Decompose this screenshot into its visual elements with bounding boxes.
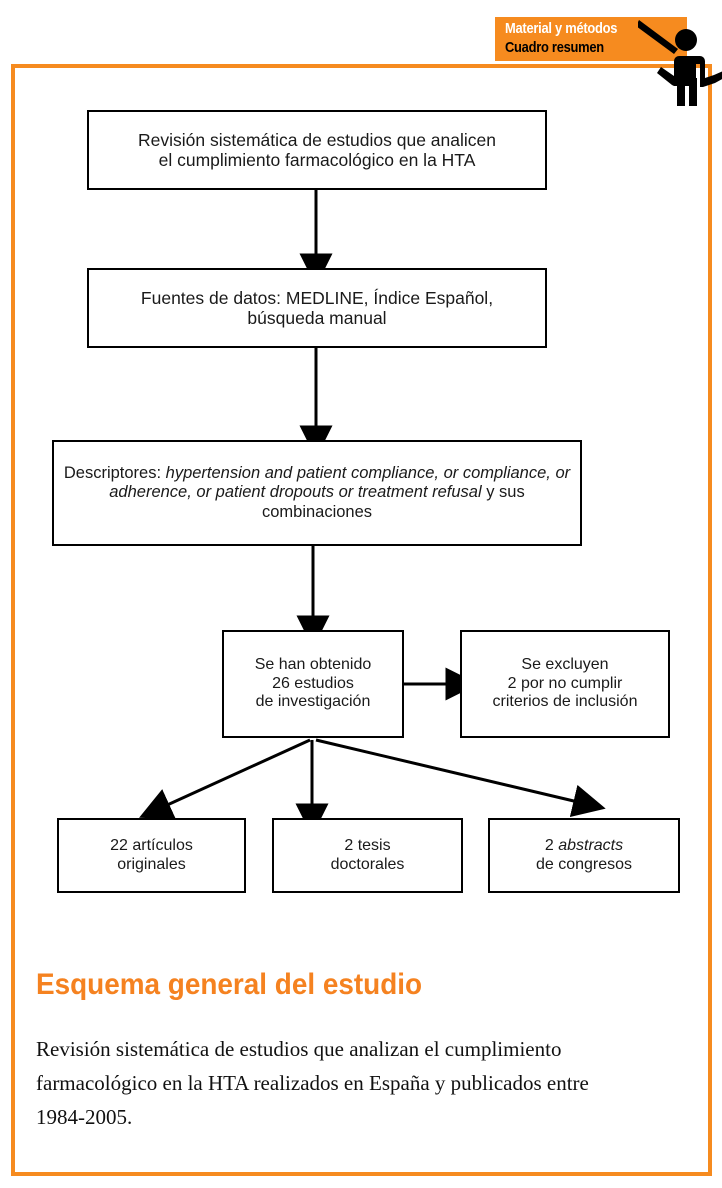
badge-line-1: Material y métodos — [505, 20, 618, 37]
flow-node-descriptors-terms: hypertension and patient compliance, or … — [109, 464, 571, 502]
flow-node-excluded-line3: criterios de inclusión — [492, 693, 638, 711]
flow-node-theses: 2 tesis doctorales — [272, 818, 463, 893]
flow-node-review: Revisión sistemática de estudios que ana… — [87, 110, 547, 190]
flow-node-descriptors-lead: Descriptores: — [63, 464, 166, 483]
flow-node-abstracts-line2: de congresos — [535, 855, 633, 873]
flow-node-abstracts-count: 2 — [544, 836, 559, 854]
flow-node-sources-line2: búsqueda manual — [247, 308, 387, 328]
flow-node-theses-line1: 2 tesis — [344, 836, 391, 854]
flow-node-descriptors: Descriptores: hypertension and patient c… — [52, 440, 582, 546]
flow-node-obtained-line2: 26 estudios — [272, 674, 354, 692]
flow-node-obtained-line3: de investigación — [255, 693, 371, 711]
connector-obtained-to-abstracts — [315, 738, 606, 818]
flow-node-obtained: Se han obtenido 26 estudios de investiga… — [222, 630, 404, 738]
flow-node-excluded-line2: 2 por no cumplir — [507, 674, 623, 692]
flow-node-excluded-line1: Se excluyen — [521, 656, 609, 674]
flow-node-review-line2: el cumplimiento farmacológico en la HTA — [158, 150, 476, 170]
flow-node-sources-line1: Fuentes de datos: MEDLINE, Índice Españo… — [140, 287, 494, 308]
flow-node-articles-line2: originales — [117, 855, 186, 873]
flow-node-theses-line2: doctorales — [330, 855, 405, 873]
flow-node-obtained-line1: Se han obtenido — [254, 656, 372, 674]
flow-node-abstracts: 2 abstracts de congresos — [488, 818, 680, 893]
flow-node-descriptors-tail: y sus combinaciones — [261, 483, 525, 521]
badge-line-2: Cuadro resumen — [505, 39, 604, 56]
flow-node-excluded: Se excluyen 2 por no cumplir criterios d… — [460, 630, 670, 738]
flow-node-sources: Fuentes de datos: MEDLINE, Índice Españo… — [87, 268, 547, 348]
presenter-silhouette-icon — [638, 20, 722, 106]
flow-node-articles-line1: 22 artículos — [110, 836, 193, 854]
caption-body: Revisión sistemática de estudios que ana… — [36, 1037, 589, 1130]
flow-node-articles: 22 artículos originales — [57, 818, 246, 893]
flow-node-abstracts-italic: abstracts — [558, 836, 624, 854]
caption-title: Esquema general del estudio — [36, 968, 423, 1001]
flow-node-review-line1: Revisión sistemática de estudios que ana… — [138, 129, 496, 150]
connector-obtained-to-articles — [139, 738, 311, 820]
